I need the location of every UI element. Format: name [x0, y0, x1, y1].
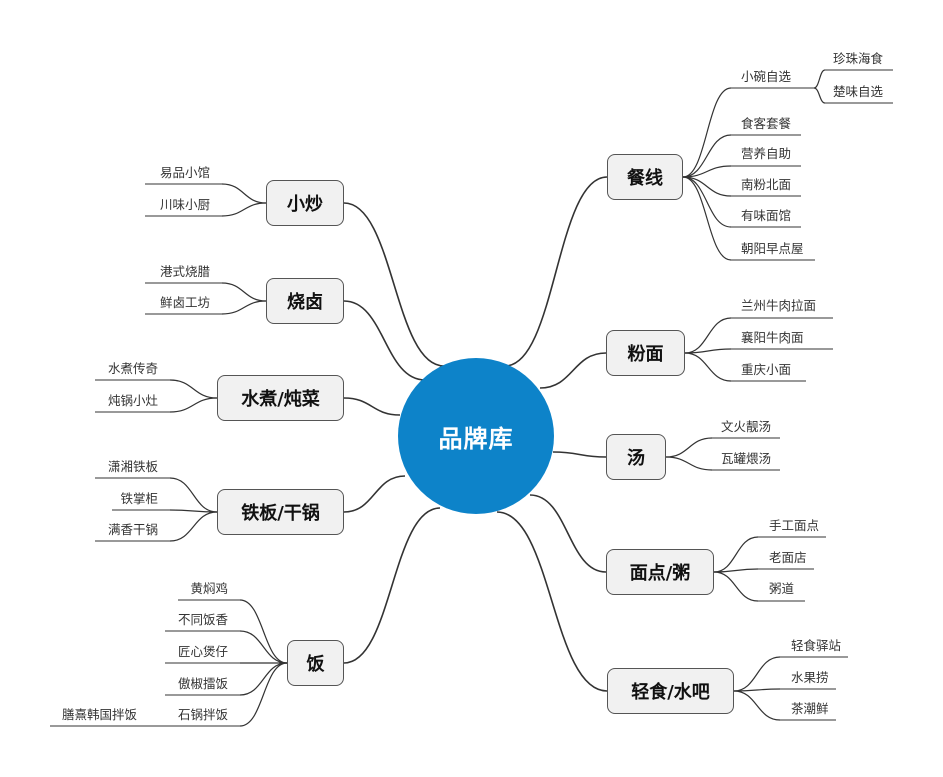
link-chuwei	[813, 87, 826, 104]
leaf-qingshiyz[interactable]: 轻食驿站	[791, 638, 842, 653]
leaf-shuizhucq[interactable]: 水煮传奇	[107, 361, 158, 376]
leaf-zhaoyang[interactable]: 朝阳早点屋	[741, 241, 804, 256]
branch-fenmian[interactable]: 粉面	[606, 330, 685, 376]
leaf-yingyang[interactable]: 营养自助	[741, 146, 792, 161]
branch-xiaochao[interactable]: 小炒	[266, 180, 344, 226]
leaf-xianlu[interactable]: 鲜卤工坊	[159, 295, 210, 310]
link-huangmen	[239, 599, 288, 664]
leaf-nanfen[interactable]: 南粉北面	[741, 177, 792, 192]
link-center-qingshi	[496, 511, 608, 692]
link-center-shuizhu	[343, 397, 401, 416]
link-center-fan	[343, 507, 441, 664]
link-yingyang	[682, 165, 732, 178]
link-xiaowan	[682, 87, 732, 178]
leaf-zhoudao[interactable]: 粥道	[769, 581, 795, 596]
leaf-xiaowan[interactable]: 小碗自选	[741, 69, 792, 84]
link-wenhuo	[665, 437, 713, 458]
leaf-aojiao[interactable]: 傲椒擂饭	[177, 676, 228, 691]
link-shuizhucq	[169, 379, 218, 399]
leaf-zhenzhu[interactable]: 珍珠海食	[833, 51, 884, 66]
link-center-shaolu	[343, 300, 426, 381]
leaf-xiaoxiang[interactable]: 潇湘铁板	[107, 459, 158, 474]
leaf-waguan[interactable]: 瓦罐煨汤	[721, 451, 772, 466]
branch-tang[interactable]: 汤	[606, 434, 666, 480]
link-laomian	[713, 568, 759, 573]
leaf-shanjia[interactable]: 膳熹韩国拌饭	[61, 707, 137, 722]
leaf-manxiang[interactable]: 满香干锅	[107, 522, 158, 537]
link-chuanwei	[221, 202, 267, 217]
link-center-tieban	[343, 475, 406, 513]
leaf-butong[interactable]: 不同饭香	[177, 612, 228, 627]
branch-fan[interactable]: 饭	[287, 640, 344, 686]
leaf-shike[interactable]: 食客套餐	[741, 116, 792, 131]
link-xianlu	[221, 300, 267, 315]
link-chongqing	[684, 352, 732, 382]
link-aojiao	[239, 662, 288, 696]
link-center-tang	[552, 451, 607, 458]
link-manxiang	[169, 511, 218, 542]
link-shike	[682, 134, 732, 178]
branch-miandian[interactable]: 面点/粥	[606, 549, 714, 595]
leaf-jiangxin[interactable]: 匠心煲仔	[177, 644, 228, 659]
leaf-chachao[interactable]: 茶潮鲜	[791, 701, 829, 716]
link-qingshiyz	[733, 656, 781, 692]
link-zhoudao	[713, 571, 759, 602]
link-center-miandian	[529, 494, 607, 573]
branch-qingshi[interactable]: 轻食/水吧	[607, 668, 734, 714]
leaf-dunguo[interactable]: 炖锅小灶	[107, 393, 158, 408]
link-dunguo	[169, 397, 218, 413]
leaf-huangmen[interactable]: 黄焖鸡	[190, 581, 228, 596]
leaf-youwei[interactable]: 有味面馆	[741, 208, 792, 223]
link-chachao	[733, 690, 781, 721]
link-gangshi	[221, 282, 267, 302]
leaf-tiezhang[interactable]: 铁掌柜	[120, 491, 158, 506]
leaf-xiangyang[interactable]: 襄阳牛肉面	[741, 330, 804, 345]
link-xiangyang	[684, 348, 732, 354]
leaf-chuwei[interactable]: 楚味自选	[833, 84, 884, 99]
branch-tieban[interactable]: 铁板/干锅	[217, 489, 344, 535]
link-center-fenmian	[539, 352, 607, 389]
link-shiguo	[239, 662, 288, 727]
link-butong	[239, 630, 288, 664]
link-nanfen	[682, 176, 732, 197]
leaf-laomian[interactable]: 老面店	[769, 550, 807, 565]
branch-canxian[interactable]: 餐线	[607, 154, 683, 200]
branch-shuizhu[interactable]: 水煮/炖菜	[217, 375, 344, 421]
link-zhaoyang	[682, 176, 732, 261]
leaf-gangshi[interactable]: 港式烧腊	[159, 264, 210, 279]
leaf-chuanwei[interactable]: 川味小厨	[159, 197, 210, 212]
leaf-shuiguo[interactable]: 水果捞	[791, 670, 829, 685]
leaf-chongqing[interactable]: 重庆小面	[741, 362, 792, 377]
link-center-xiaochao	[343, 202, 445, 367]
link-xiaoxiang	[169, 477, 218, 513]
link-youwei	[682, 176, 732, 228]
link-center-canxian	[504, 176, 608, 367]
center-node[interactable]: 品牌库	[398, 358, 554, 514]
leaf-shougong[interactable]: 手工面点	[769, 518, 820, 533]
leaf-wenhuo[interactable]: 文火靓汤	[721, 419, 772, 434]
leaf-shiguo[interactable]: 石锅拌饭	[177, 707, 228, 722]
branch-shaolu[interactable]: 烧卤	[266, 278, 344, 324]
leaf-yipin[interactable]: 易品小馆	[159, 165, 210, 180]
link-lanzhou	[684, 317, 732, 354]
link-yipin	[221, 183, 267, 204]
link-zhenzhu	[813, 69, 826, 89]
leaf-lanzhou[interactable]: 兰州牛肉拉面	[741, 298, 817, 313]
link-waguan	[665, 456, 713, 471]
link-shougong	[713, 536, 759, 573]
